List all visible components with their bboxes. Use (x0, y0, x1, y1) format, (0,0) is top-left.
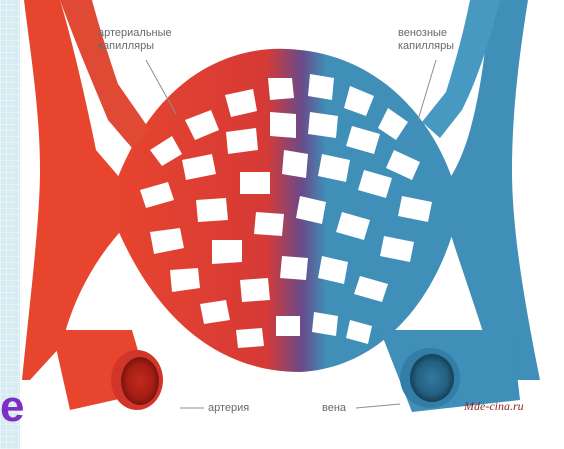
watermark-text: Mde-cina.ru (464, 399, 524, 414)
artery-label: артерия (208, 402, 249, 415)
vein-leader-line (356, 404, 400, 408)
edge-text-fragment: e (0, 382, 24, 432)
venous-capillaries-line-1: венозные (398, 27, 454, 40)
vein-label: вена (322, 402, 346, 415)
arterial-capillaries-line-2: капилляры (98, 40, 172, 53)
venous-capillaries-line-2: капилляры (398, 40, 454, 53)
venous-capillaries-label: венозные капилляры (398, 27, 454, 53)
arterial-capillaries-line-1: артериальные (98, 27, 172, 40)
arterial-capillaries-label: артериальные капилляры (98, 27, 172, 53)
capillary-network (108, 49, 460, 372)
